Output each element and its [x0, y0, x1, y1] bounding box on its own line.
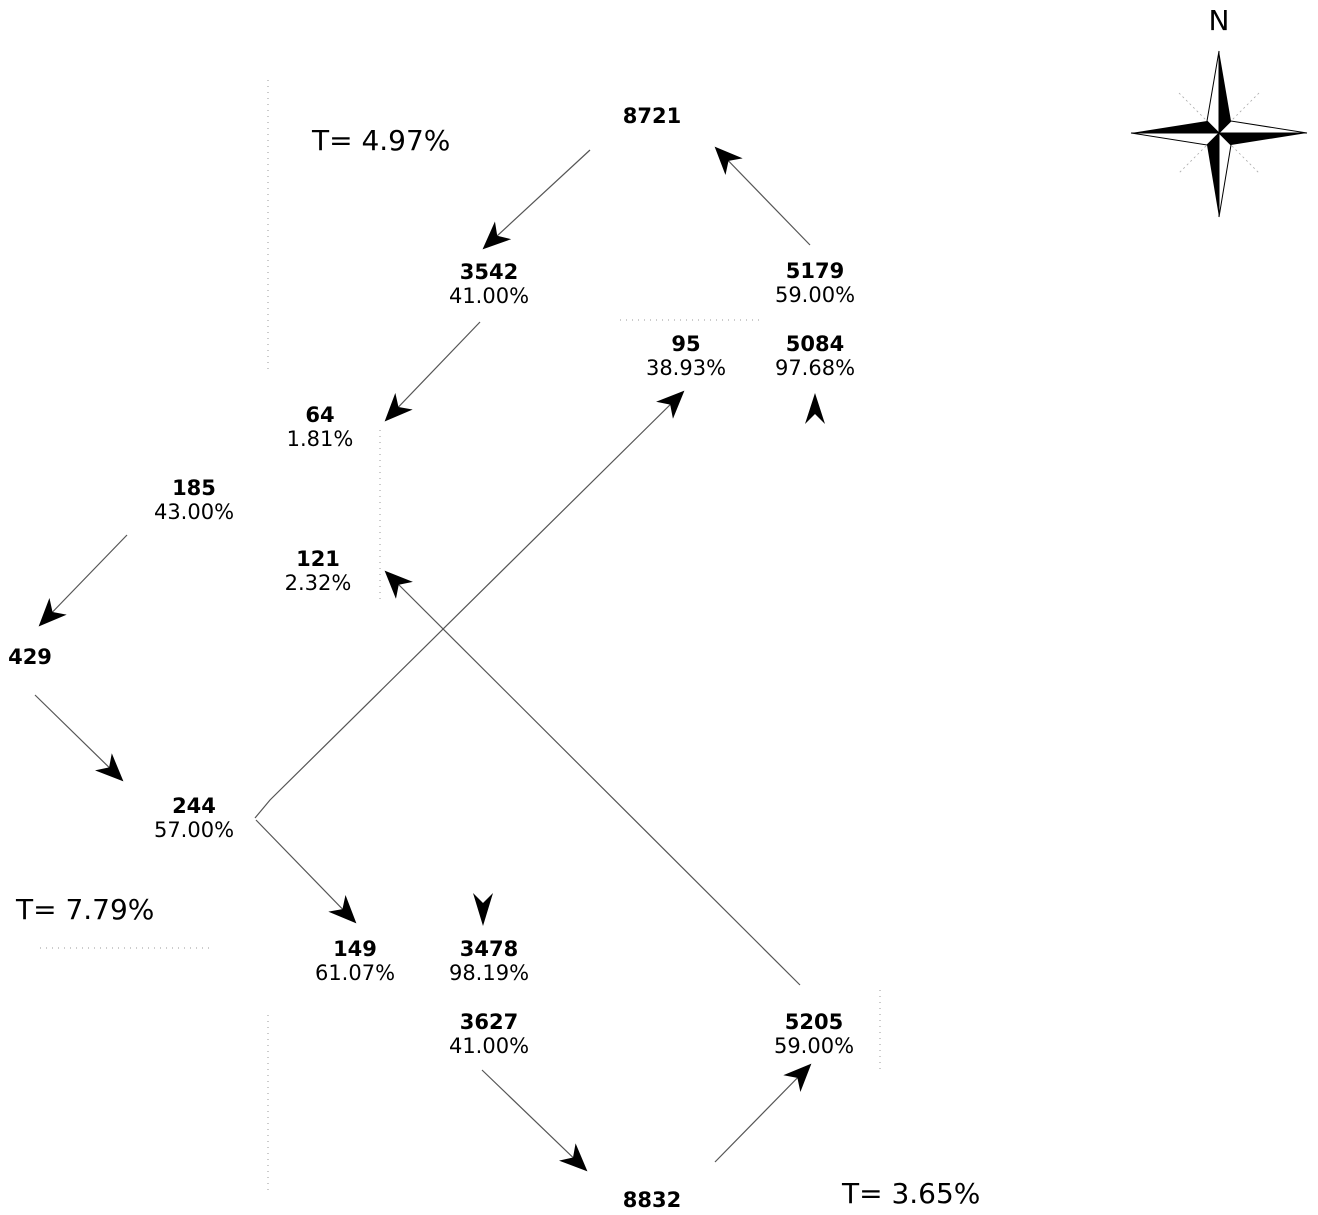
node-percent: 98.19%	[448, 961, 530, 985]
node-149: 149 61.07%	[315, 937, 395, 985]
node-percent: 38.93%	[645, 356, 727, 380]
node-value: 244	[172, 794, 216, 818]
node-value: 3627	[459, 1010, 519, 1034]
node-percent: 61.07%	[314, 961, 396, 985]
node-value: 8721	[622, 104, 682, 128]
node-value: 95	[671, 332, 701, 356]
node-value: 121	[296, 547, 340, 571]
node-percent: 59.00%	[774, 283, 856, 307]
turnover-label-top: T= 4.97%	[312, 124, 451, 157]
node-value: 3478	[459, 937, 519, 961]
node-value: 3542	[459, 260, 519, 284]
node-percent: 43.00%	[153, 500, 235, 524]
arrow-5179-to-8721	[714, 146, 811, 246]
node-value: 185	[172, 476, 216, 500]
node-8832: 8832	[623, 1188, 681, 1212]
arrow-429-to-244	[34, 694, 124, 782]
compass-rose-icon	[1130, 50, 1308, 218]
node-percent: 97.68%	[774, 356, 856, 380]
node-value: 149	[333, 937, 377, 961]
turnover-label-left: T= 7.79%	[16, 893, 155, 926]
node-percent: 57.00%	[153, 818, 235, 842]
node-5179: 5179 59.00%	[775, 259, 855, 307]
node-percent: 41.00%	[448, 284, 530, 308]
arrowhead-down-3478	[473, 893, 493, 926]
flow-arrows	[34, 146, 812, 1172]
node-value: 8832	[622, 1188, 682, 1212]
frame-lines	[40, 80, 881, 1190]
node-percent: 59.00%	[773, 1034, 855, 1058]
node-3627: 3627 41.00%	[449, 1010, 529, 1058]
compass-north-label: N	[1208, 4, 1230, 37]
node-percent: 2.32%	[284, 571, 352, 595]
node-429: 429	[8, 645, 52, 669]
node-8721: 8721	[623, 104, 681, 128]
node-percent: 41.00%	[448, 1034, 530, 1058]
node-121: 121 2.32%	[285, 547, 352, 595]
node-value: 429	[8, 645, 52, 669]
node-5205: 5205 59.00%	[774, 1010, 854, 1058]
arrow-8721-to-3542	[482, 149, 591, 250]
node-5084: 5084 97.68%	[775, 332, 855, 380]
arrow-8832-to-5205	[714, 1063, 812, 1163]
arrow-185-to-429	[38, 534, 128, 627]
node-value: 5084	[785, 332, 845, 356]
node-value: 5205	[784, 1010, 844, 1034]
node-value: 64	[305, 403, 335, 427]
node-64: 64 1.81%	[287, 403, 354, 451]
node-95: 95 38.93%	[646, 332, 726, 380]
arrow-244-to-95	[254, 390, 685, 819]
arrow-3627-to-8832	[481, 1069, 588, 1172]
turnover-label-bottom: T= 3.65%	[842, 1177, 981, 1210]
arrow-5205-to-121	[384, 570, 801, 986]
node-value: 5179	[785, 259, 845, 283]
arrow-3542-to-64	[384, 321, 481, 422]
node-185: 185 43.00%	[154, 476, 234, 524]
arrow-244-to-149	[255, 819, 357, 924]
arrowhead-up-5084	[805, 393, 825, 424]
node-3542: 3542 41.00%	[449, 260, 529, 308]
node-percent: 1.81%	[286, 427, 354, 451]
node-244: 244 57.00%	[154, 794, 234, 842]
node-3478: 3478 98.19%	[449, 937, 529, 985]
